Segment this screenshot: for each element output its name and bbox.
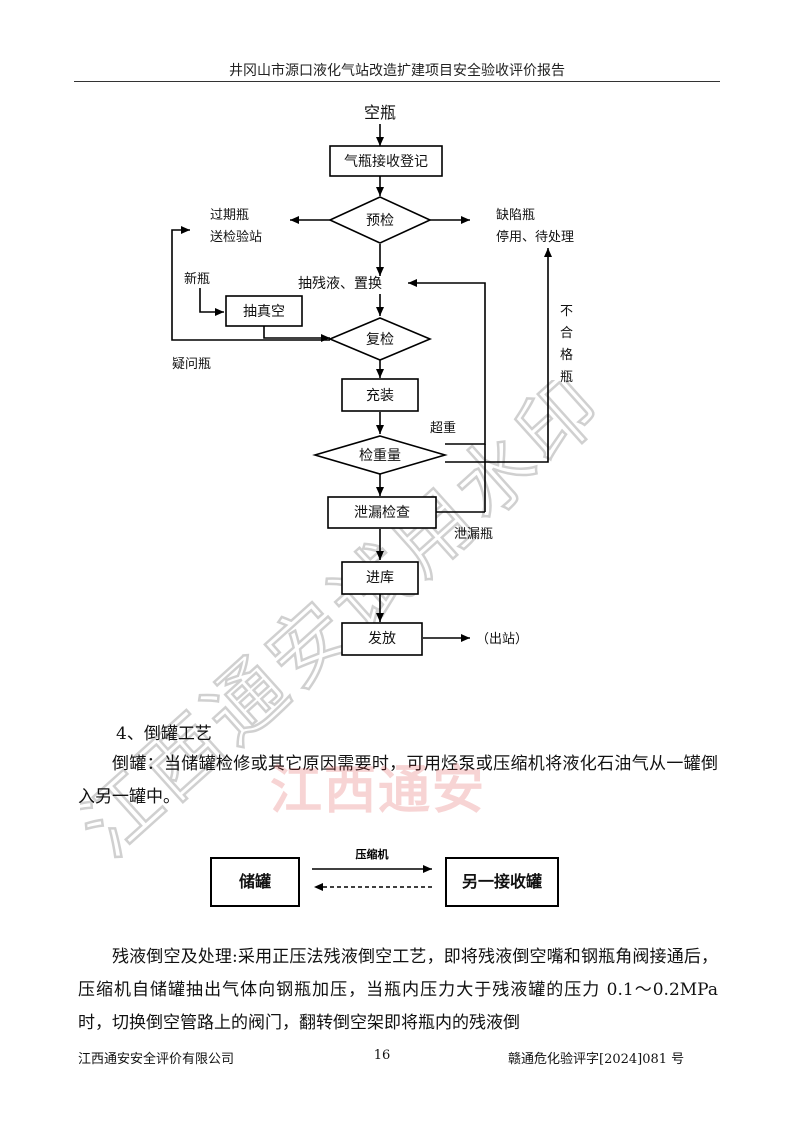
label-recheck: 复检 <box>366 331 394 348</box>
page-header-title: 井冈山市源口液化气站改造扩建项目安全验收评价报告 <box>229 63 565 79</box>
label-defect-1: 缺陷瓶 <box>496 208 535 223</box>
label-vacuum: 抽真空 <box>243 304 285 320</box>
label-storage: 进库 <box>366 570 394 586</box>
box-leak-check <box>327 496 437 529</box>
label-weigh: 检重量 <box>359 448 401 464</box>
footer-company: 江西通安安全评价有限公司 <box>78 1052 235 1067</box>
bottle-flowchart: 空瓶 气瓶接收登记 预检 过期瓶 送检验站 缺陷瓶 停用、待处理 抽残液、置换 … <box>171 103 574 656</box>
tank-arrows: 压缩机 <box>312 847 432 891</box>
label-precheck: 预检 <box>366 213 394 229</box>
box-fill <box>341 378 419 412</box>
label-new-bottle: 新瓶 <box>184 271 210 287</box>
label-leak-bottle: 泄漏瓶 <box>454 526 493 542</box>
label-dispatch: 发放 <box>368 631 396 647</box>
label-unqualified-3: 格 <box>560 347 573 363</box>
label-doubt: 疑问瓶 <box>172 356 211 372</box>
label-receive: 气瓶接收登记 <box>344 153 428 170</box>
diamond-recheck <box>327 317 433 361</box>
box-receiving-tank: 另一接收罐 <box>445 857 559 907</box>
label-expired-2: 送检验站 <box>210 229 262 245</box>
label-exit: （出站） <box>476 632 528 647</box>
label-residual: 抽残液、置换 <box>298 275 382 292</box>
label-unqualified-2: 合 <box>560 326 573 341</box>
label-unqualified-4: 瓶 <box>560 370 573 385</box>
diamond-weigh <box>312 435 448 475</box>
red-watermark: 江西通安 <box>270 761 487 821</box>
box-dispatch <box>341 622 423 656</box>
paragraph-residual-handling: 残液倒空及处理:采用正压法残液倒空工艺，即将残液倒空嘴和钢瓶角阀接通后，压缩机自… <box>78 947 718 1033</box>
label-overweight: 超重 <box>430 420 456 436</box>
box-storage-tank: 储罐 <box>210 857 300 907</box>
label-start: 空瓶 <box>364 103 396 122</box>
section-heading: 4、倒罐工艺 <box>116 724 212 744</box>
footer-doc-number: 赣通危化验评字[2024]081 号 <box>508 1052 685 1067</box>
label-defect-2: 停用、待处理 <box>496 229 574 245</box>
label-expired-1: 过期瓶 <box>210 208 249 223</box>
diamond-precheck <box>328 196 432 244</box>
label-fill: 充装 <box>366 388 394 404</box>
label-leak-check: 泄漏检查 <box>354 505 410 521</box>
paragraph-tank-transfer: 倒罐：当储罐检修或其它原因需要时，可用烃泵或压缩机将液化石油气从一罐倒入另一罐中… <box>78 754 718 807</box>
header-rule <box>74 81 720 82</box>
footer-page-number: 16 <box>373 1048 391 1063</box>
label-unqualified-1: 不 <box>560 304 573 319</box>
label-compressor: 压缩机 <box>356 847 389 861</box>
box-vacuum <box>225 295 303 327</box>
box-storage <box>341 561 419 595</box>
box-receive <box>329 145 443 177</box>
